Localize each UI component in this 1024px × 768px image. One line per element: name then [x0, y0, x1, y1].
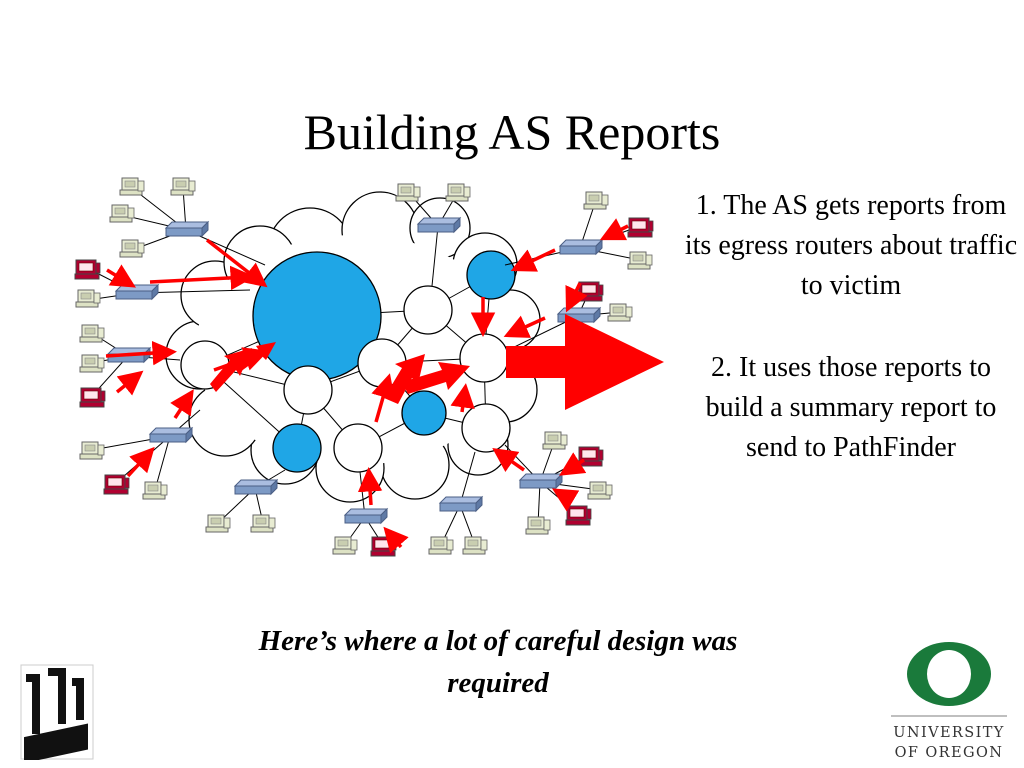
arrow-thick	[210, 348, 252, 392]
design-note: Here’s where a lot of careful design was…	[258, 625, 738, 699]
router	[272, 423, 322, 473]
arrow-thick	[384, 354, 425, 404]
uo-line-1: UNIVERSITY	[893, 725, 1005, 741]
step-2-text: 2. It uses those reports to build a summ…	[705, 352, 997, 463]
ucla-logo	[20, 664, 94, 760]
router	[459, 333, 509, 383]
big-arrow-to-victim	[506, 314, 664, 410]
university-of-oregon-wordmark: UNIVERSITY OF OREGON	[885, 723, 1013, 763]
router	[466, 250, 516, 300]
arrow-thick	[402, 362, 470, 394]
router	[401, 390, 447, 436]
university-of-oregon-logo	[891, 642, 1007, 717]
router	[283, 365, 333, 415]
step-1-text: 1. The AS gets reports from its egress r…	[684, 190, 1018, 301]
router	[403, 285, 453, 335]
arrow-thick	[236, 342, 276, 372]
router	[461, 403, 511, 453]
uo-line-2: OF OREGON	[894, 745, 1004, 761]
router	[333, 423, 383, 473]
attack-traffic-arrows	[105, 218, 629, 554]
slide-title: Building AS Reports	[303, 104, 721, 160]
